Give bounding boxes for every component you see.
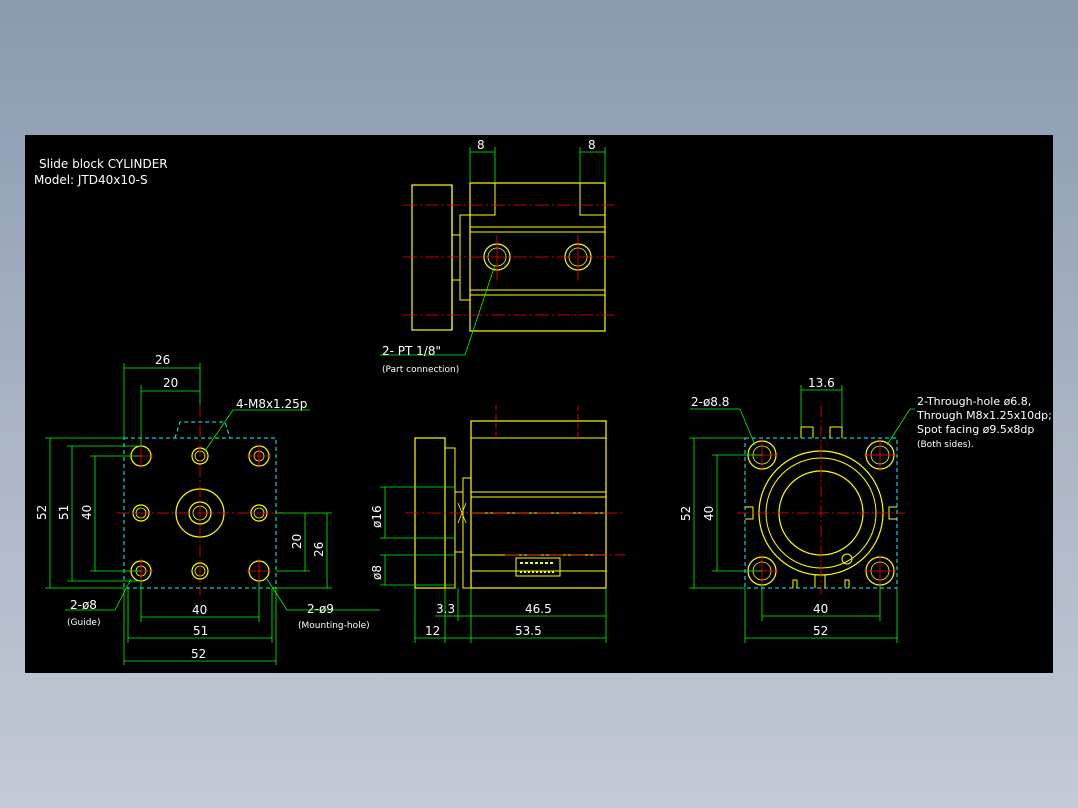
mount-note: (Mounting-hole) [298,621,370,631]
dim-26-vertical: 26 [312,542,326,557]
through-note-4: (Both sides). [917,440,974,450]
through-note-1: 2-Through-hole ø6.8, [917,395,1031,408]
dim-40-vertical: 40 [80,505,94,520]
end-view-left: 26 20 4-M8x1.25p 52 51 40 20 26 40 [35,353,380,665]
end-cap-outline [411,184,453,331]
dim-8-right: 8 [588,138,596,152]
through-note-2: Through M8x1.25x10dp; [916,409,1052,422]
dim-3-3: 3.3 [436,602,455,616]
dim-12: 12 [425,624,440,638]
thread-callout: 4-M8x1.25p [236,397,307,411]
dim-40-horizontal: 40 [813,602,828,616]
dim-52-horizontal: 52 [813,624,828,638]
dim-8-left: 8 [477,138,485,152]
port-leader [380,264,496,356]
drawing-title: Slide block CYLINDER [39,157,168,171]
through-note-3: Spot facing ø9.5x8dp [917,423,1034,436]
cylinder-body-outline [470,420,607,589]
dim-52-vertical: 52 [679,506,693,521]
guide-note: (Guide) [67,618,100,628]
port-callout: 2- PT 1/8" [382,344,441,358]
port-note: (Part connection) [382,365,459,375]
dim-46-5: 46.5 [525,602,552,616]
cad-drawing-svg: Slide block CYLINDER Model: JTD40x10-S 8 [34,138,1052,665]
model-label: Model: JTD40x10-S [34,173,148,187]
dim-40-vertical: 40 [702,506,716,521]
dim-51-horizontal: 51 [193,624,208,638]
dim-d16: ø16 [370,505,384,528]
dim-13-6: 13.6 [808,376,835,390]
dim-52-horizontal: 52 [191,647,206,661]
dim-20-top: 20 [163,376,178,390]
dim-40-horizontal: 40 [192,603,207,617]
mount-callout: 2-ø9 [307,602,334,616]
side-view: ø16 ø8 3.3 46.5 12 53.5 [370,405,625,643]
guide-callout: 2-ø8 [70,598,97,612]
dim-20-vertical: 20 [290,534,304,549]
label-plate [515,557,561,577]
dim-53-5: 53.5 [515,624,542,638]
dim-51-vertical: 51 [57,505,71,520]
hole-callout: 2-ø8.8 [691,395,729,409]
dim-52-vertical: 52 [35,505,49,520]
dim-26-top: 26 [155,353,170,367]
end-view-right: 13.6 2-ø8.8 2-Through-hole ø6.8, Through… [679,376,1052,643]
dim-d8: ø8 [370,565,384,580]
top-view: 8 8 2- PT 1/8" (Part connection) [380,138,617,375]
cad-drawing-canvas[interactable]: Slide block CYLINDER Model: JTD40x10-S 8 [25,135,1053,673]
